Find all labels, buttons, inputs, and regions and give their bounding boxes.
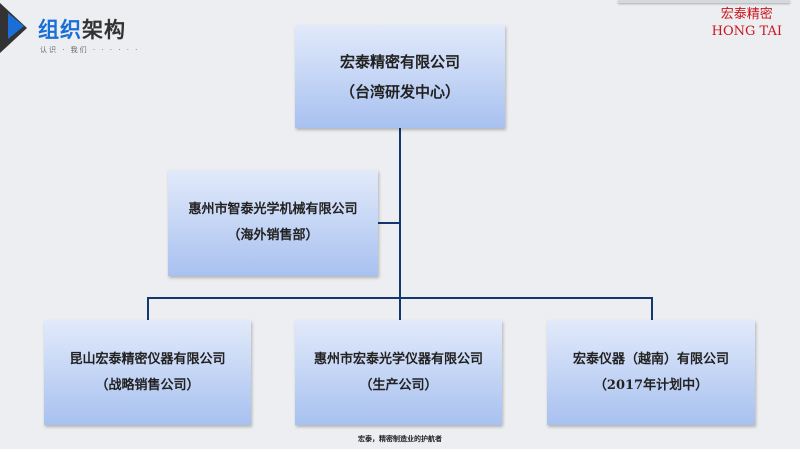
- node-name: 昆山宏泰精密仪器有限公司: [69, 351, 226, 367]
- node-note: （2017年计划中）: [593, 377, 709, 393]
- connector: [651, 297, 653, 320]
- org-node-child: 惠州市宏泰光学仪器有限公司 （生产公司）: [295, 320, 502, 425]
- brand-cn: 宏泰精密: [720, 7, 773, 22]
- node-name: 宏泰仪器（越南）有限公司: [572, 351, 729, 367]
- org-node-root: 宏泰精密有限公司 （台湾研发中心）: [295, 25, 505, 128]
- connector: [399, 128, 401, 299]
- connector: [378, 222, 399, 224]
- footer-slogan: 宏泰，精密制造业的护航者: [358, 435, 442, 443]
- connector: [399, 297, 401, 320]
- node-note: （战略销售公司）: [95, 377, 200, 393]
- title-blue: 组织: [38, 18, 82, 42]
- node-note: （台湾研发中心）: [339, 82, 460, 101]
- node-note: （生产公司）: [359, 377, 438, 393]
- org-node-child: 宏泰仪器（越南）有限公司 （2017年计划中）: [547, 320, 755, 425]
- node-name: 惠州市宏泰光学仪器有限公司: [313, 351, 483, 367]
- node-name: 宏泰精密有限公司: [339, 52, 460, 71]
- top-bar: [618, 0, 790, 3]
- node-note: （海外销售部）: [227, 228, 319, 243]
- page-title: 组织架构: [38, 14, 126, 44]
- logo-triangle-blue: [8, 13, 24, 39]
- brand-logo: 宏泰精密 HONG TAI: [712, 6, 782, 40]
- node-name: 惠州市智泰光学机械有限公司: [188, 202, 358, 217]
- connector: [147, 297, 149, 320]
- title-dark: 架构: [82, 18, 126, 42]
- org-node-side: 惠州市智泰光学机械有限公司 （海外销售部）: [168, 170, 378, 276]
- brand-en: HONG TAI: [711, 24, 782, 39]
- org-node-child: 昆山宏泰精密仪器有限公司 （战略销售公司）: [44, 320, 251, 425]
- page-subtitle: 认识 · 我们 · · · · · ·: [40, 46, 140, 54]
